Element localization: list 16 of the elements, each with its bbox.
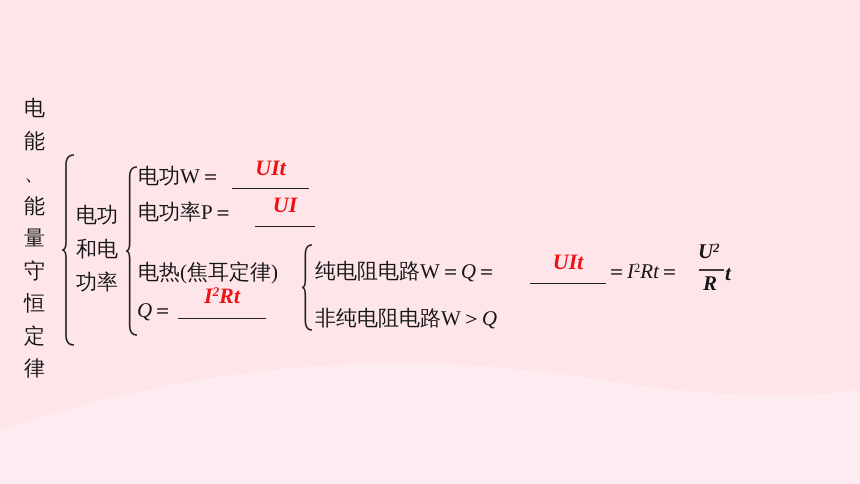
formula-text: Q＝ <box>137 297 174 324</box>
fraction-denominator: R <box>703 272 718 296</box>
formula-text: 非纯电阻电路W＞Q <box>315 305 497 332</box>
fill-in-line: UIt <box>530 251 606 284</box>
formula-text: t <box>725 260 731 287</box>
branch-heading: 电功和电功率 <box>76 202 119 296</box>
formula-text: ＝I$^{2}$Rt＝ <box>606 258 680 285</box>
formula-text: 纯电阻电路W＝Q＝ <box>315 258 497 285</box>
fraction-numerator: U$^{2}$ <box>698 240 720 264</box>
branch-heading: 电热(焦耳定律) <box>138 259 278 286</box>
formula-text: 电功率P＝ <box>138 199 234 226</box>
fill-in-line: UIt <box>232 157 309 189</box>
fill-in-line: I$^{2}$Rt <box>178 285 266 319</box>
vertical-title: 电能、能量守恒定律 <box>24 95 45 382</box>
fill-in-line: UI <box>255 194 315 227</box>
formula-text: 电功W＝ <box>138 163 221 190</box>
